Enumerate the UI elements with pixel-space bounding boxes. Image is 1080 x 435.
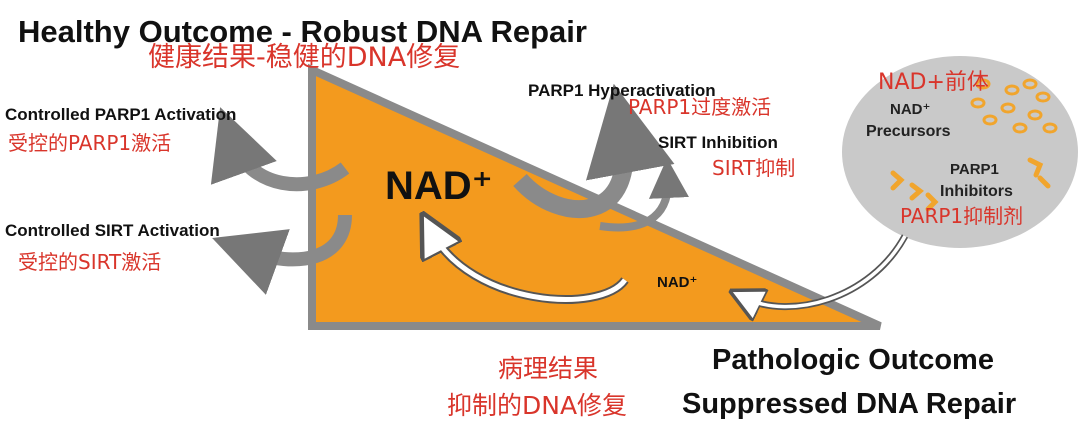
parp1-inhibitors-label-cn: PARP1抑制剂 [900, 204, 1024, 228]
parp1-hyperactivation-arrow [513, 83, 675, 218]
sirt-inhibition-label: SIRT Inhibition [658, 133, 778, 152]
pathologic-outcome-title: Pathologic Outcome [712, 344, 994, 376]
circle-inhibitors-label: Inhibitors [940, 183, 1013, 200]
nad-precursors-label-cn: NAD+前体 [878, 70, 989, 95]
controlled-sirt-label-cn: 受控的SIRT激活 [18, 250, 162, 274]
parp1-hyperactivation-label: PARP1 Hyperactivation [528, 81, 716, 100]
circle-parp1-label: PARP1 [950, 161, 999, 178]
nad-main-label: NAD⁺ [385, 164, 493, 208]
parp1-inhibitor-chevrons [890, 157, 1051, 212]
healthy-outcome-title-cn: 健康结果-稳健的DNA修复 [148, 42, 461, 73]
nad-precursor-pills [970, 78, 1058, 134]
sirt-inhibition-arrow [599, 158, 689, 232]
sirt-activation-arrow [212, 214, 352, 295]
circle-nad-label: NAD⁺ [890, 101, 931, 118]
precursor-circle [842, 56, 1078, 248]
healthy-outcome-title: Healthy Outcome - Robust DNA Repair [18, 14, 587, 49]
parp1-activation-arrow [210, 107, 350, 192]
controlled-parp1-label-cn: 受控的PARP1激活 [8, 131, 172, 155]
pathologic-outcome-title-cn: 病理结果 [498, 354, 599, 383]
controlled-sirt-label: Controlled SIRT Activation [5, 221, 220, 240]
nad-small-label: NAD⁺ [657, 274, 698, 291]
controlled-parp1-label: Controlled PARP1 Activation [5, 105, 237, 124]
sirt-inhibition-label-cn: SIRT抑制 [712, 156, 796, 180]
parp1-hyperactivation-label-cn: PARP1过度激活 [628, 95, 772, 119]
suppressed-dna-repair-title: Suppressed DNA Repair [682, 388, 1017, 420]
circle-precursors-label: Precursors [866, 123, 951, 140]
suppressed-dna-repair-title-cn: 抑制的DNA修复 [447, 391, 628, 420]
